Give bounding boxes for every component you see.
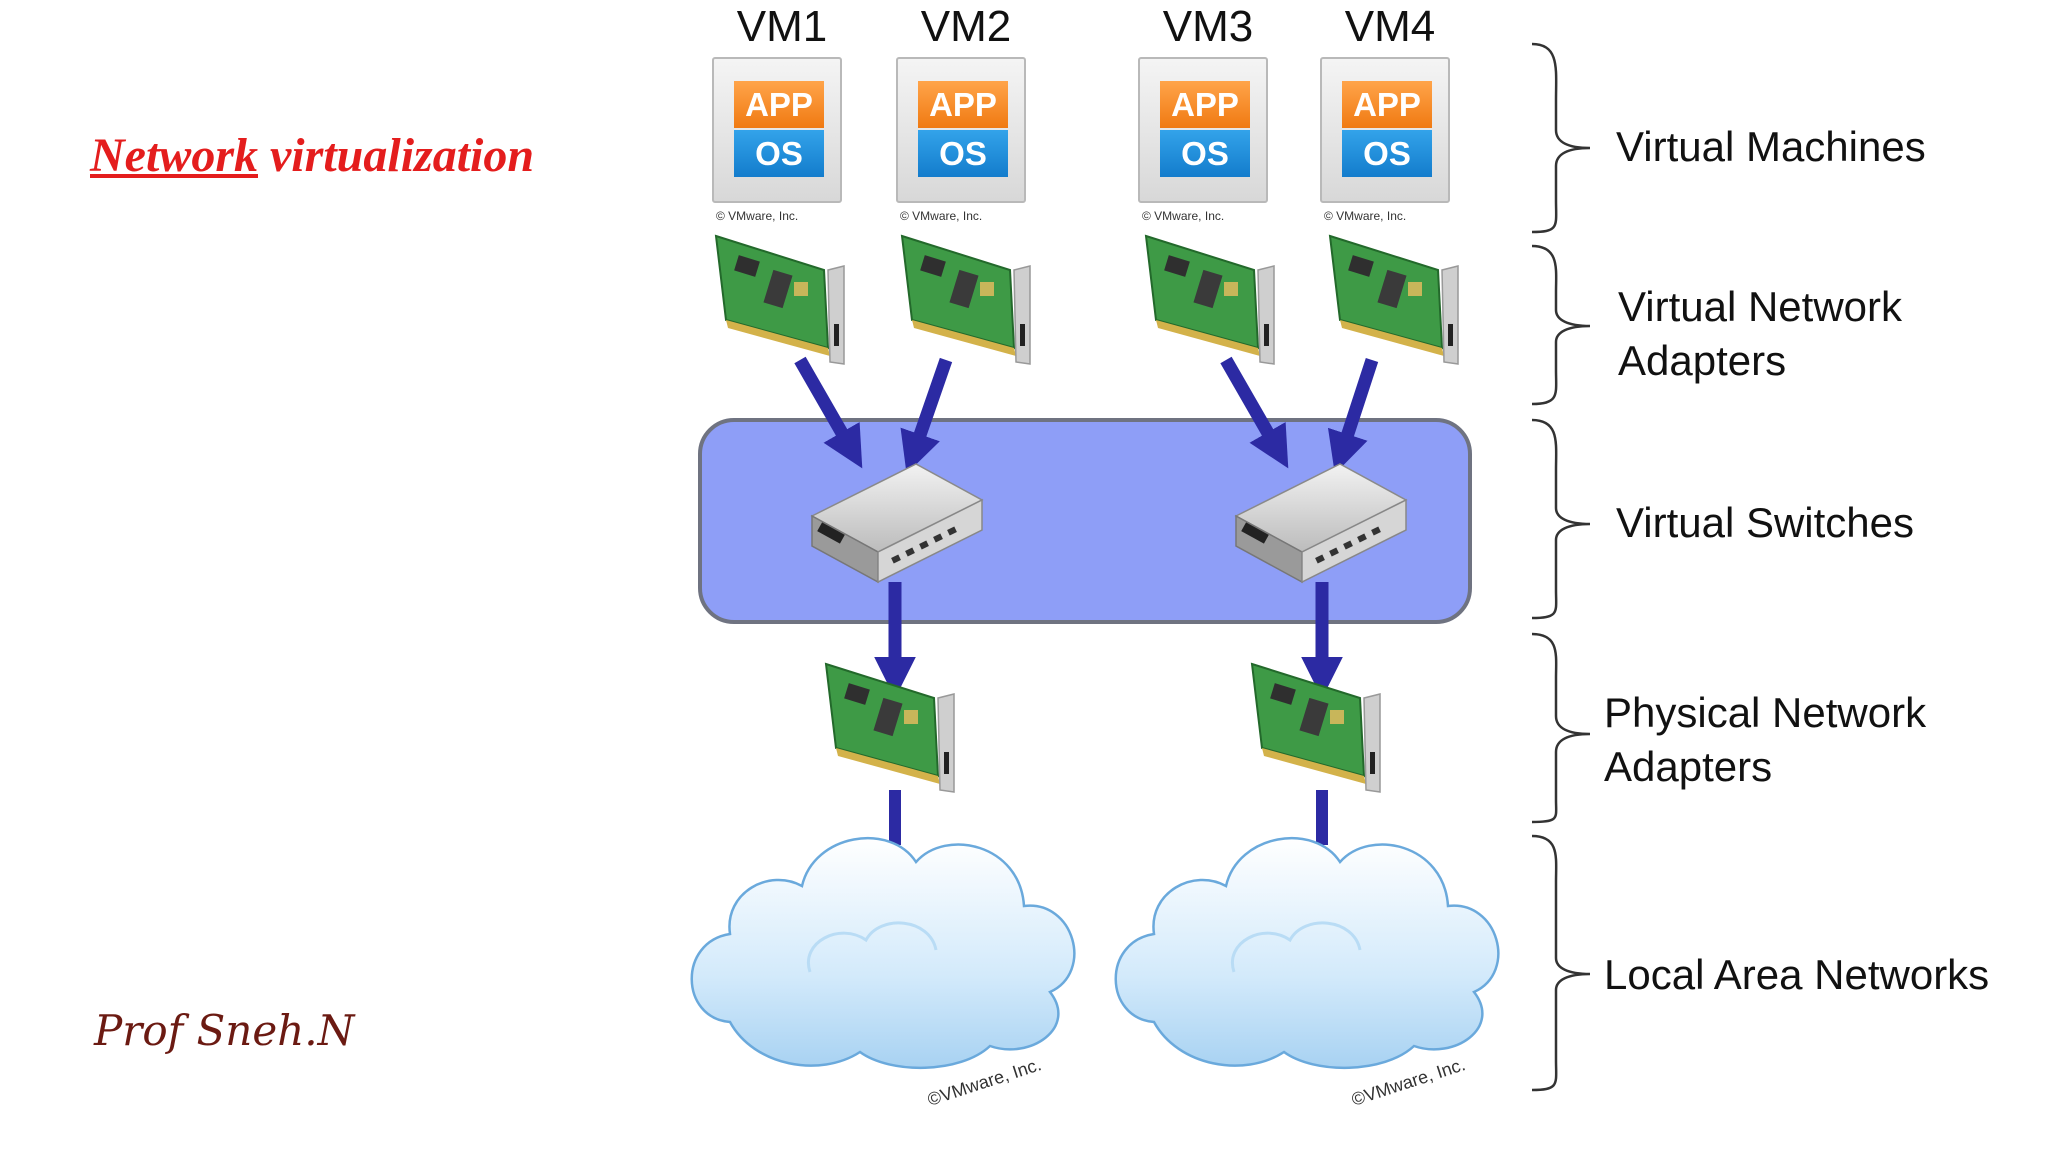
app-layer: APP (918, 81, 1008, 128)
virtual-nic-icon (901, 235, 1031, 365)
physical-nic-icon (825, 663, 955, 793)
os-layer: OS (1342, 130, 1432, 177)
lan-cloud-icon (1114, 836, 1500, 1070)
vnic-to-switch-arrows (794, 356, 1379, 474)
vm-box: APP OS © VMware, Inc. (712, 57, 842, 223)
vm-copyright: © VMware, Inc. (900, 209, 983, 223)
label-local-area-networks: Local Area Networks (1604, 951, 1990, 998)
pnic-to-lan-lines (889, 790, 1328, 845)
lan-cloud-icon (690, 836, 1076, 1070)
os-layer: OS (734, 130, 824, 177)
virtual-nic-icon (1329, 235, 1459, 365)
app-layer: APP (1160, 81, 1250, 128)
vm-copyright: © VMware, Inc. (1142, 209, 1225, 223)
app-layer: APP (1342, 81, 1432, 128)
title-rest: virtualization (258, 129, 535, 182)
label-line: Adapters (1618, 337, 1787, 384)
label-virtual-switches: Virtual Switches (1616, 499, 1915, 546)
switch-to-pnic-arrows (874, 582, 1343, 699)
physical-nic-icon (1251, 663, 1381, 793)
os-layer: OS (1160, 130, 1250, 177)
label-virtual-machines: Virtual Machines (1616, 123, 1926, 170)
label-line: Virtual Network (1618, 283, 1902, 330)
label-physical-network-adapters: Physical Network Adapters (1604, 686, 1926, 794)
vm-label: VM4 (1344, 2, 1436, 51)
vm-box: APP OS © VMware, Inc. (1320, 57, 1450, 223)
virtual-nic-icon (1145, 235, 1275, 365)
vm-box: APP OS © VMware, Inc. (896, 57, 1026, 223)
label-line: Physical Network (1604, 689, 1927, 736)
os-layer: OS (918, 130, 1008, 177)
virtual-nic-icon (715, 235, 845, 365)
vm-box: APP OS © VMware, Inc. (1138, 57, 1268, 223)
vm-copyright: © VMware, Inc. (1324, 209, 1407, 223)
vm-label: VM2 (920, 2, 1012, 51)
app-layer: APP (734, 81, 824, 128)
author-signature: Prof Sneh.N (94, 1006, 355, 1055)
slide-title: Network virtualization (90, 128, 534, 183)
label-line: Adapters (1604, 743, 1773, 790)
title-underlined-word: Network (90, 129, 258, 182)
vm-label: VM3 (1162, 2, 1254, 51)
vm-copyright: © VMware, Inc. (716, 209, 799, 223)
label-virtual-network-adapters: Virtual Network Adapters (1618, 280, 1902, 388)
layer-braces (1531, 42, 1591, 1092)
vm-label: VM1 (736, 2, 828, 51)
